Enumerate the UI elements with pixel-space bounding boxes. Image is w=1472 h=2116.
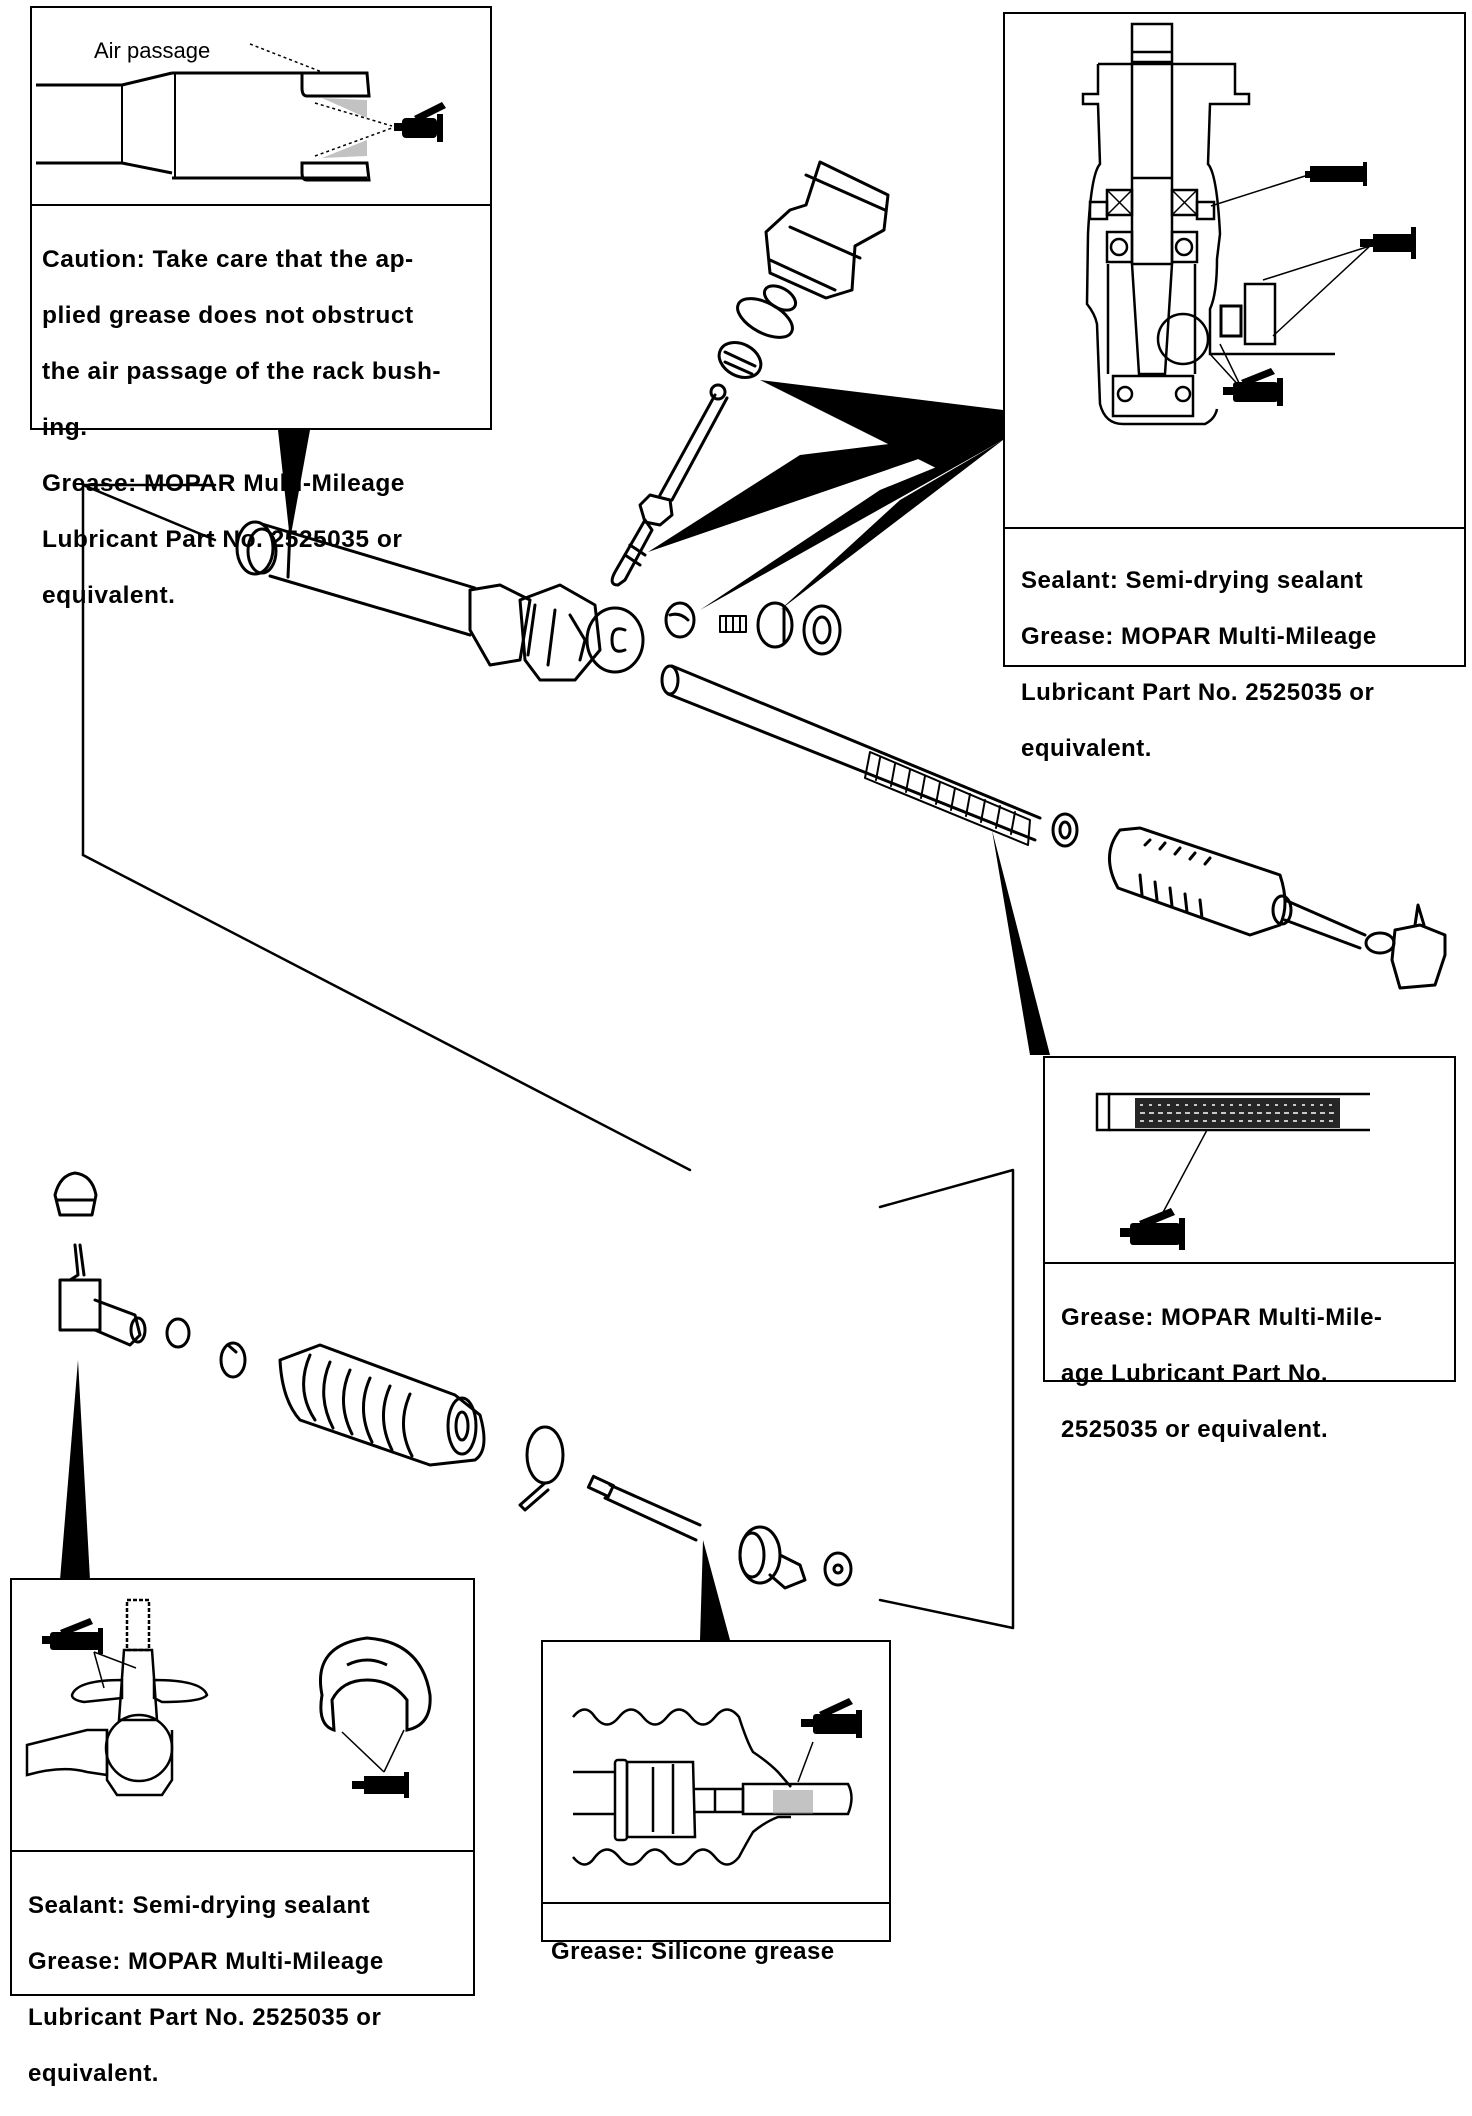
rack-bushing-illustration bbox=[36, 43, 446, 182]
note-line: Lubricant Part No. 2525035 or bbox=[28, 2004, 382, 2031]
rack-support-cover bbox=[756, 601, 794, 649]
grease-gun-icon bbox=[1223, 368, 1283, 406]
tie-rod-end-figure bbox=[12, 1580, 473, 1852]
lock-nut bbox=[717, 340, 763, 380]
note-line: equivalent. bbox=[28, 2060, 159, 2087]
sealant-tube-icon bbox=[1305, 162, 1367, 186]
leader-wedge bbox=[780, 440, 1003, 610]
note-line: the air passage of the rack bush- bbox=[42, 358, 442, 385]
callout-rack-bushing: Air passage Caution: Take care that the … bbox=[30, 6, 492, 609]
greased-area bbox=[773, 1790, 813, 1814]
exploded-view-frame bbox=[81, 483, 1015, 1630]
grease-gun-icon bbox=[394, 102, 446, 142]
tie-rod-end bbox=[58, 1243, 147, 1347]
note-line: age Lubricant Part No. bbox=[1061, 1360, 1329, 1387]
note-line: 2525035 or equivalent. bbox=[1061, 1416, 1329, 1443]
rack-bushing-figure: Air passage bbox=[32, 8, 490, 206]
gear-housing-tube bbox=[235, 520, 477, 637]
sealant-tube-icon bbox=[1360, 227, 1416, 259]
grease-gun-icon bbox=[1120, 1208, 1185, 1250]
pinion bbox=[610, 383, 729, 587]
pinion-housing-figure bbox=[1005, 14, 1464, 529]
note-line: Grease: Silicone grease bbox=[551, 1938, 835, 1965]
callout-rack-teeth: Grease: MOPAR Multi-Mile- age Lubricant … bbox=[1043, 1056, 1456, 1443]
boot-band bbox=[518, 1425, 565, 1512]
tab-washer bbox=[823, 1551, 853, 1587]
frame-line bbox=[878, 1168, 1015, 1630]
seal-ring bbox=[802, 604, 842, 656]
note-line: Lubricant Part No. 2525035 or bbox=[42, 526, 403, 553]
note-line: Grease: MOPAR Multi-Mile- bbox=[1061, 1304, 1383, 1331]
note-line: ing. bbox=[42, 414, 88, 441]
leader-wedge bbox=[278, 430, 310, 540]
rack-support bbox=[664, 601, 696, 639]
rack-teeth-illustration bbox=[1095, 1092, 1370, 1250]
grease-gun-icon bbox=[42, 1618, 103, 1654]
gear-housing-body bbox=[468, 583, 645, 682]
leader-wedge bbox=[700, 1540, 730, 1640]
frame-line bbox=[81, 483, 217, 542]
steering-gear-diagram bbox=[53, 160, 1447, 1640]
outer-tie-rod-end bbox=[1271, 894, 1447, 990]
leader-wedge bbox=[60, 1360, 90, 1580]
boot-note: Grease: Silicone grease bbox=[543, 1904, 889, 1994]
ball-joint-cross-section bbox=[25, 1598, 432, 1798]
frame-line bbox=[81, 853, 692, 1172]
boot-cross-section bbox=[572, 1698, 862, 1866]
note-line: Sealant: Semi-drying sealant bbox=[1021, 567, 1364, 594]
callout-boot: Grease: Silicone grease bbox=[541, 1640, 891, 1965]
greased-teeth bbox=[1135, 1098, 1340, 1128]
rack-teeth-note: Grease: MOPAR Multi-Mile- age Lubricant … bbox=[1045, 1264, 1454, 1472]
note-line: Lubricant Part No. 2525035 or bbox=[1021, 679, 1375, 706]
tie-rod-end-note: Sealant: Semi-drying sealant Grease: MOP… bbox=[12, 1852, 473, 2116]
inner-tie-rod bbox=[586, 1474, 807, 1590]
spring bbox=[719, 615, 747, 633]
note-line: Caution: Take care that the ap- bbox=[42, 246, 414, 273]
sealant-tube-icon bbox=[352, 1772, 409, 1798]
boot-figure bbox=[543, 1642, 889, 1904]
dust-cover-illustration bbox=[319, 1636, 432, 1733]
seal-washer bbox=[736, 297, 794, 339]
rack bbox=[660, 664, 1079, 848]
callout-tie-rod-end: Sealant: Semi-drying sealant Grease: MOP… bbox=[10, 1578, 475, 2087]
rack-teeth-figure bbox=[1045, 1058, 1454, 1264]
air-passage-label: Air passage bbox=[94, 38, 211, 63]
rack-bushing-note: Caution: Take care that the ap- plied gr… bbox=[32, 206, 490, 638]
band bbox=[219, 1341, 247, 1379]
rack-teeth bbox=[875, 757, 1016, 835]
dust-cover bbox=[53, 1171, 98, 1217]
leader-wedge bbox=[648, 430, 1003, 552]
leader-wedge bbox=[700, 440, 1003, 610]
outer-tie-rod-boot bbox=[1108, 826, 1287, 937]
note-line: Grease: MOPAR Multi-Mileage bbox=[1021, 623, 1377, 650]
callout-pinion-housing: Sealant: Semi-drying sealant Grease: MOP… bbox=[1003, 12, 1466, 762]
bellows-boot bbox=[278, 1343, 486, 1467]
note-line: Grease: MOPAR Multi-Mileage bbox=[28, 1948, 384, 1975]
pinion-housing-note: Sealant: Semi-drying sealant Grease: MOP… bbox=[1005, 529, 1464, 791]
note-line: equivalent. bbox=[1021, 735, 1152, 762]
grease-gun-icon bbox=[801, 1698, 862, 1738]
note-line: Grease: MOPAR Multi-Mileage bbox=[42, 470, 405, 497]
note-line: equivalent. bbox=[42, 582, 176, 609]
note-line: plied grease does not obstruct bbox=[42, 302, 414, 329]
pinion-bearing-cap bbox=[764, 160, 890, 300]
leader-wedge bbox=[992, 830, 1050, 1055]
pinion-housing-cross-section bbox=[1081, 22, 1416, 426]
clip bbox=[165, 1317, 191, 1349]
note-line: Sealant: Semi-drying sealant bbox=[28, 1892, 371, 1919]
